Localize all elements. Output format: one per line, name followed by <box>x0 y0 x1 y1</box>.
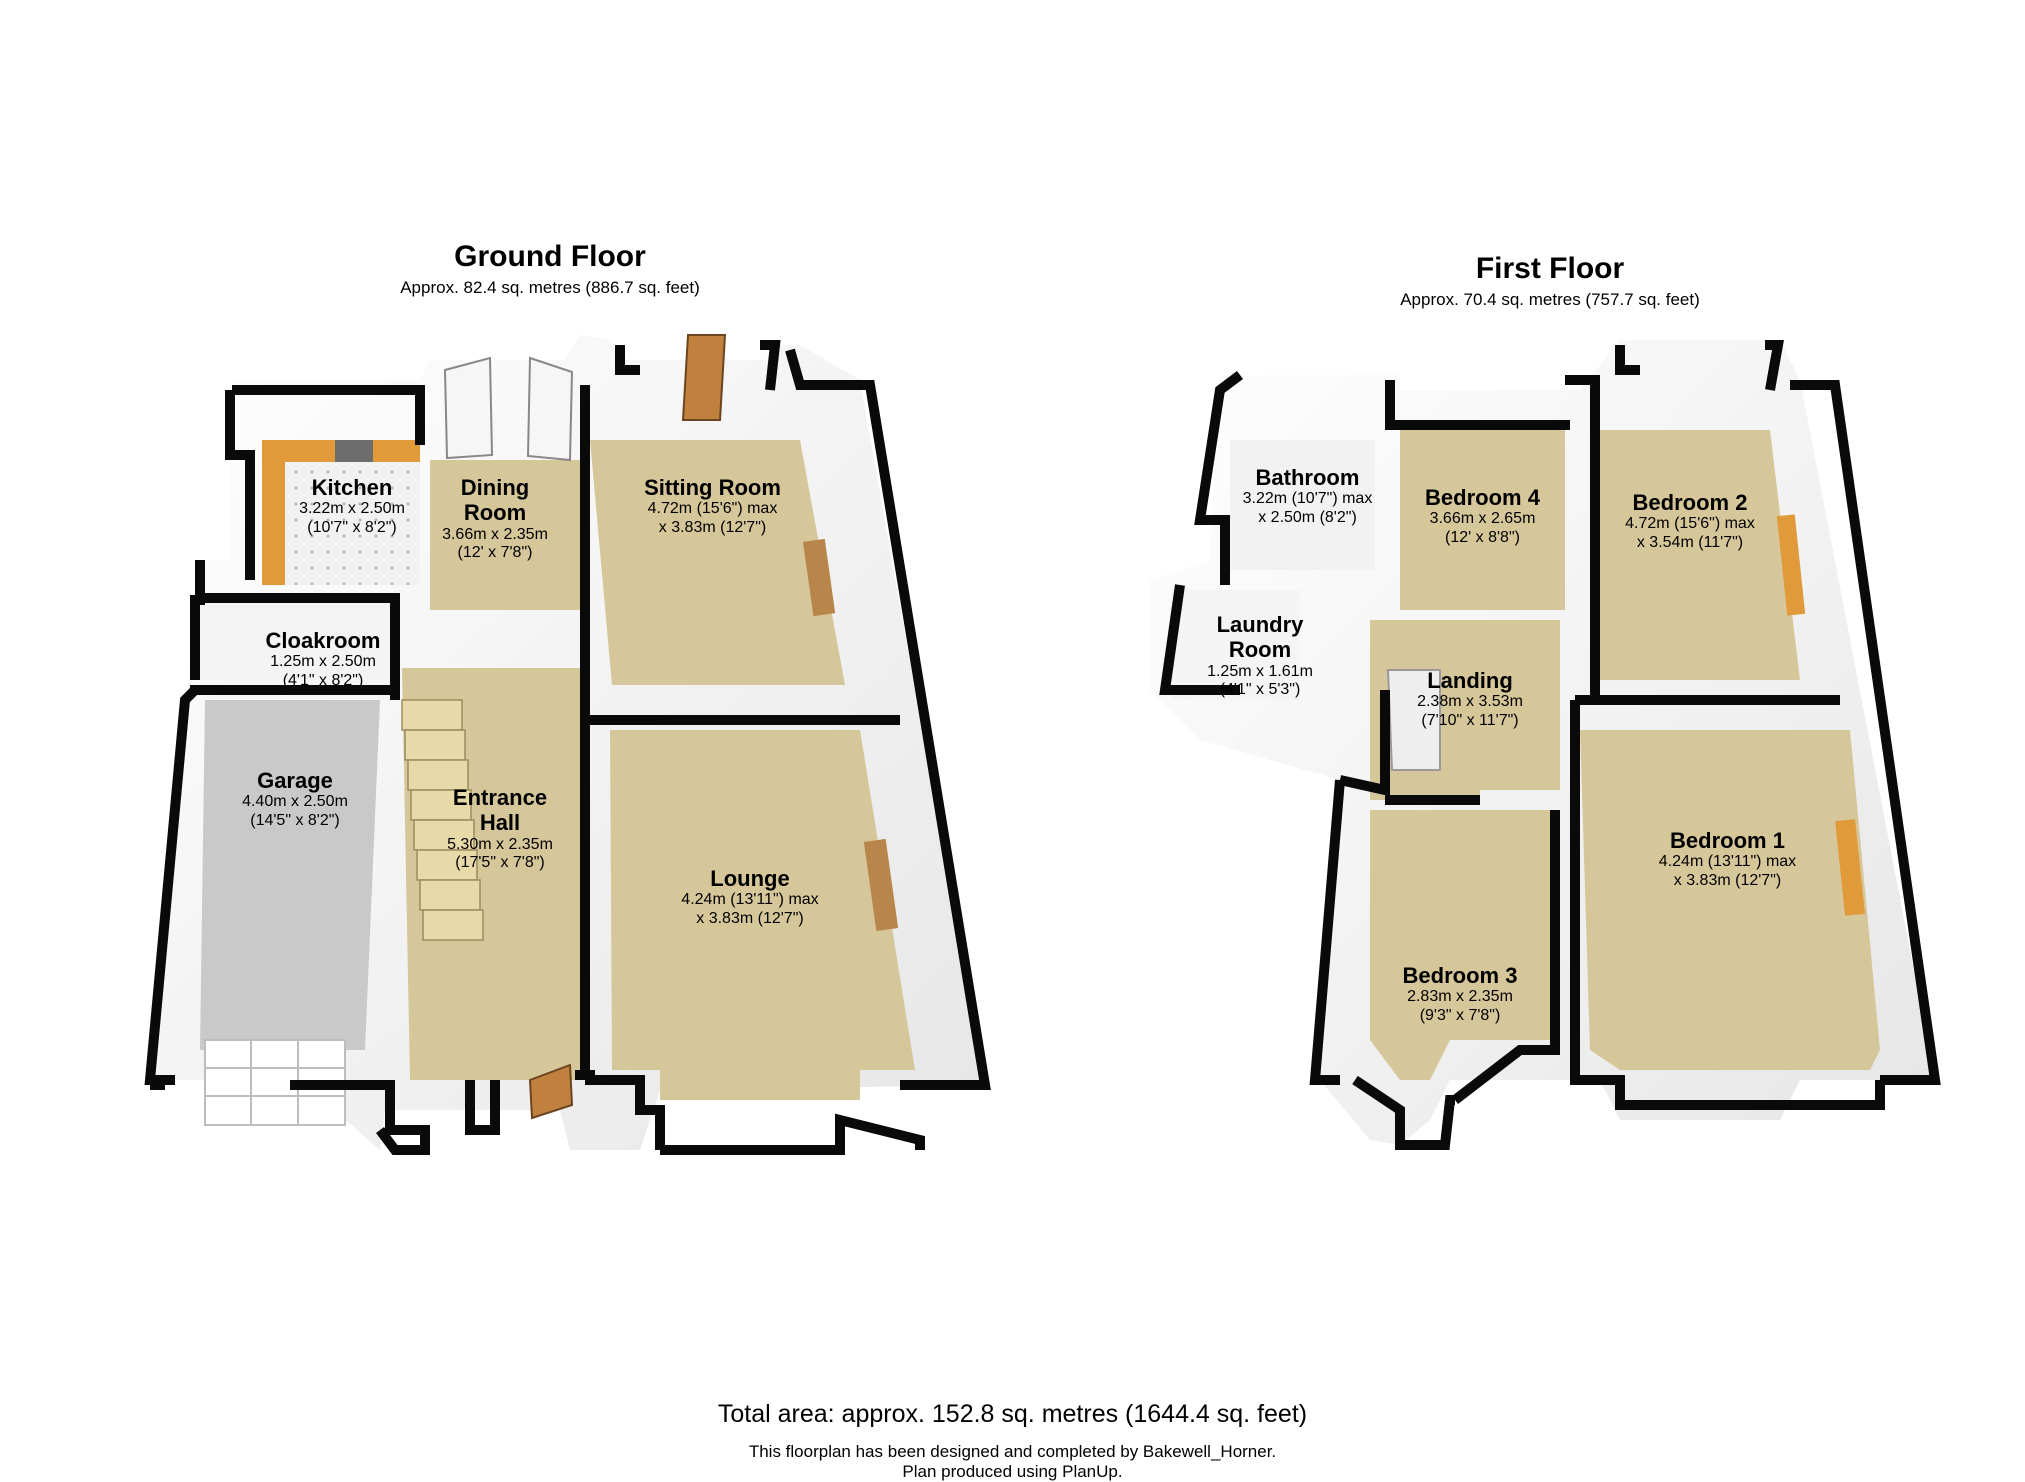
room-label-laundry: Laundry Room 1.25m x 1.61m (4'1" x 5'3") <box>1195 612 1325 699</box>
first-floor-area: Approx. 70.4 sq. metres (757.7 sq. feet) <box>1400 290 1700 309</box>
room-dims-metric: 1.25m x 1.61m <box>1207 662 1313 680</box>
kitchen-worktop <box>262 440 420 585</box>
entrance-door-icon <box>528 1063 574 1120</box>
room-dims-metric: 3.66m x 2.35m <box>442 525 548 543</box>
ground-floor-area: Approx. 82.4 sq. metres (886.7 sq. feet) <box>400 278 700 297</box>
room-label-cloakroom: Cloakroom 1.25m x 2.50m (4'1" x 8'2") <box>253 628 393 690</box>
stairs-icon <box>401 699 484 941</box>
room-name: Bedroom 3 <box>1402 963 1518 988</box>
first-floor-title: First Floor <box>1475 252 1625 285</box>
ground-floor-title: Ground Floor <box>454 240 646 273</box>
room-dims-imperial: (12' x 8'8") <box>1445 528 1520 546</box>
room-dims-metric: 5.30m x 2.35m <box>447 835 553 853</box>
sitting-floor <box>590 440 845 685</box>
room-name: Lounge <box>710 866 790 891</box>
ground-floor-walls <box>144 340 991 1155</box>
room-name: Landing <box>1427 668 1513 693</box>
room-dims-metric: 3.22m (10'7") max <box>1242 490 1373 508</box>
room-dims-metric: 4.72m (15'6") max <box>1625 515 1755 533</box>
credit-software: Plan produced using PlanUp. <box>902 1462 1123 1481</box>
bedroom-1-wardrobe-icon <box>1835 819 1865 916</box>
sitting-fireplace-icon <box>802 538 836 617</box>
first-floor-walls <box>1159 340 1941 1150</box>
room-dims-imperial: x 3.54m (11'7") <box>1636 533 1744 551</box>
room-name: Bathroom <box>1255 465 1360 490</box>
room-dims-metric: 1.25m x 2.50m <box>270 653 376 671</box>
room-label-bedroom-4: Bedroom 4 3.66m x 2.65m (12' x 8'8") <box>1410 485 1555 547</box>
room-name: Laundry Room <box>1216 612 1304 663</box>
room-dims-metric: 4.40m x 2.50m <box>242 793 348 811</box>
room-label-kitchen: Kitchen 3.22m x 2.50m (10'7" x 8'2") <box>272 475 432 537</box>
room-label-dining: Dining Room 3.66m x 2.35m (12' x 7'8") <box>435 475 555 562</box>
dining-floor <box>430 460 580 610</box>
room-dims-imperial: (7'10" x 11'7") <box>1421 711 1519 729</box>
bedroom-4-floor <box>1400 430 1565 610</box>
room-dims-imperial: (12' x 7'8") <box>457 543 533 561</box>
stair-opening-icon <box>1386 669 1441 771</box>
room-label-lounge: Lounge 4.24m (13'11") max x 3.83m (12'7"… <box>665 866 835 928</box>
room-dims-imperial: (4'1" x 8'2") <box>282 671 364 689</box>
room-label-landing: Landing 2.38m x 3.53m (7'10" x 11'7") <box>1400 668 1540 730</box>
french-door-right-icon <box>526 356 574 462</box>
room-name: Kitchen <box>311 475 393 500</box>
room-label-bedroom-3: Bedroom 3 2.83m x 2.35m (9'3" x 7'8") <box>1390 963 1530 1025</box>
room-dims-imperial: (4'1" x 5'3") <box>1219 680 1301 698</box>
room-dims-imperial: x 3.83m (12'7") <box>1673 871 1782 889</box>
first-floor-plan <box>1150 340 1941 1150</box>
bedroom-2-wardrobe-icon <box>1776 514 1806 616</box>
french-door-left-icon <box>443 356 494 460</box>
room-dims-imperial: x 3.83m (12'7") <box>658 518 767 536</box>
room-name: Entrance Hall <box>452 785 548 836</box>
kitchen-floor <box>262 440 420 585</box>
room-dims-imperial: x 3.83m (12'7") <box>696 909 804 927</box>
room-dims-metric: 3.66m x 2.65m <box>1429 510 1536 528</box>
room-dims-imperial: (9'3" x 7'8") <box>1419 1006 1501 1024</box>
room-name: Bedroom 1 <box>1670 828 1785 853</box>
bathroom-floor <box>1230 440 1375 570</box>
room-dims-metric: 2.83m x 2.35m <box>1407 988 1513 1006</box>
bedroom-3-floor <box>1370 810 1555 1080</box>
room-name: Cloakroom <box>265 628 381 653</box>
room-dims-imperial: x 2.50m (8'2") <box>1258 508 1357 526</box>
room-dims-metric: 2.38m x 3.53m <box>1417 693 1523 711</box>
front-door-icon <box>681 334 727 421</box>
ground-floor-plan <box>144 334 991 1155</box>
room-label-bedroom-1: Bedroom 1 4.24m (13'11") max x 3.83m (12… <box>1640 828 1815 890</box>
garage-floor <box>200 700 380 1050</box>
room-name: Sitting Room <box>644 475 781 500</box>
room-label-garage: Garage 4.40m x 2.50m (14'5" x 8'2") <box>225 768 365 830</box>
room-label-bedroom-2: Bedroom 2 4.72m (15'6") max x 3.54m (11'… <box>1610 490 1770 552</box>
credit-designer: This floorplan has been designed and com… <box>748 1442 1277 1461</box>
room-dims-metric: 4.24m (13'11") max <box>681 891 819 909</box>
laundry-floor <box>1172 590 1300 700</box>
hob-icon <box>335 440 373 462</box>
bedroom-1-floor <box>1580 730 1880 1070</box>
room-dims-metric: 4.24m (13'11") max <box>1658 853 1797 871</box>
room-dims-imperial: (14'5" x 8'2") <box>250 811 340 829</box>
lounge-floor <box>610 730 915 1100</box>
room-label-bathroom: Bathroom 3.22m (10'7") max x 2.50m (8'2"… <box>1240 465 1375 527</box>
room-label-entrance-hall: Entrance Hall 5.30m x 2.35m (17'5" x 7'8… <box>435 785 565 872</box>
room-name: Garage <box>257 768 333 793</box>
cloakroom-floor <box>195 598 392 680</box>
total-area: Total area: approx. 152.8 sq. metres (16… <box>717 1400 1308 1428</box>
room-name: Bedroom 4 <box>1425 485 1540 510</box>
lounge-fireplace-icon <box>863 838 899 932</box>
room-label-sitting: Sitting Room 4.72m (15'6") max x 3.83m (… <box>630 475 795 537</box>
room-name: Dining Room <box>460 475 530 526</box>
bedroom-2-floor <box>1590 430 1800 680</box>
room-dims-metric: 3.22m x 2.50m <box>299 500 405 518</box>
room-dims-imperial: (10'7" x 8'2") <box>307 518 397 536</box>
room-dims-metric: 4.72m (15'6") max <box>647 500 778 518</box>
room-name: Bedroom 2 <box>1632 490 1748 515</box>
room-dims-imperial: (17'5" x 7'8") <box>455 853 545 871</box>
